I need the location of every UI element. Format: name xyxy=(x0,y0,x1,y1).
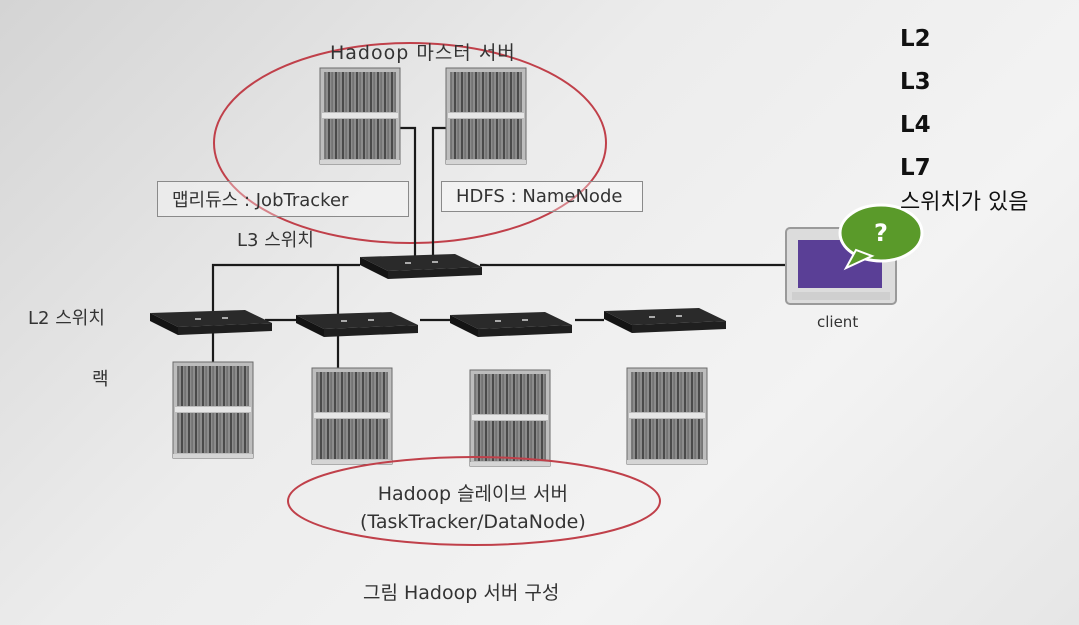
mapreduce-jobtracker-label: 맵리듀스 : JobTracker xyxy=(157,181,409,217)
slave-server-rack-1 xyxy=(172,361,254,459)
client-bubble-text: ? xyxy=(874,219,888,247)
l2-switch-3 xyxy=(450,312,572,337)
question-bubble-icon xyxy=(838,203,924,271)
rack-label: 랙 xyxy=(92,369,109,390)
slave-group-ellipse xyxy=(287,456,661,546)
slave-group-title-block: Hadoop 슬레이브 서버 (TaskTracker/DataNode) xyxy=(360,480,586,536)
slave-server-rack-4 xyxy=(626,367,708,465)
l2-switch-1 xyxy=(150,310,272,335)
side-note-item: L4 xyxy=(900,112,931,138)
slave-group-subtitle: (TaskTracker/DataNode) xyxy=(360,511,586,533)
side-note-item: L7 xyxy=(900,155,931,181)
l2-switch-2 xyxy=(296,312,418,337)
master-server-namenode xyxy=(445,67,527,165)
l2-switch-label: L2 스위치 xyxy=(28,308,105,329)
l3-switch-label: L3 스위치 xyxy=(237,230,314,251)
l3-switch xyxy=(360,254,482,279)
figure-caption: 그림 Hadoop 서버 구성 xyxy=(363,582,560,604)
master-server-jobtracker xyxy=(319,67,401,165)
hdfs-namenode-label: HDFS : NameNode xyxy=(441,181,643,212)
l2-switch-4 xyxy=(604,308,726,333)
client-label: client xyxy=(817,313,859,331)
master-group-ellipse xyxy=(213,42,607,244)
slave-group-title: Hadoop 슬레이브 서버 xyxy=(377,483,568,505)
side-note-item: L2 xyxy=(900,26,931,52)
side-note-item: L3 xyxy=(900,69,931,95)
master-group-title: Hadoop 마스터 서버 xyxy=(330,42,516,64)
side-note-text: 스위치가 있음 xyxy=(900,190,1029,215)
slave-server-rack-3 xyxy=(469,369,551,467)
slave-server-rack-2 xyxy=(311,367,393,465)
